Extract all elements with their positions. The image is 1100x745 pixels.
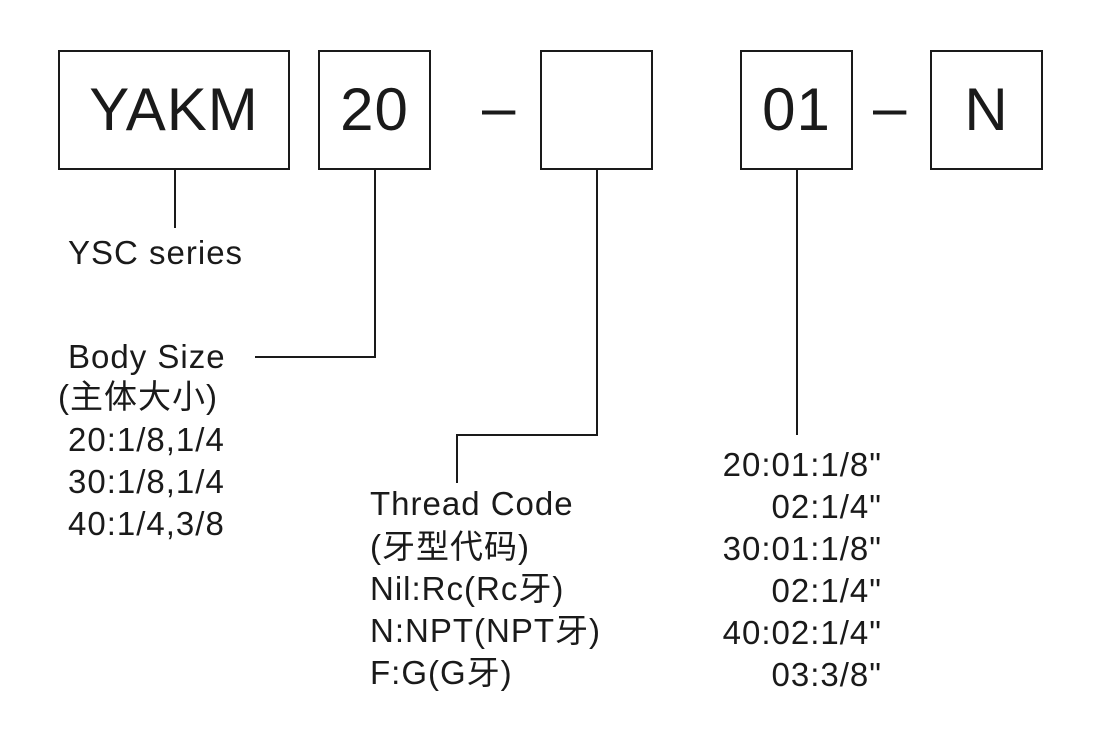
thread-code-title: Thread Code [370, 485, 574, 522]
port-size-option: 20:01:1/8" [722, 446, 882, 483]
series-label: YSC series [68, 234, 244, 271]
thread-code-subtitle: (牙型代码) [370, 528, 530, 565]
port-size-code: 01 [762, 76, 831, 143]
body-size-option: 30:1/8,1/4 [68, 463, 225, 500]
body-size-box: 20 [318, 50, 431, 170]
separator-dash-1: – [482, 74, 516, 141]
body-size-option: 20:1/8,1/4 [68, 421, 225, 458]
separator-dash-2: – [873, 74, 907, 141]
body-size-title: Body Size [68, 338, 226, 375]
thread-code-option: N:NPT(NPT牙) [370, 612, 601, 649]
port-size-box: 01 [740, 50, 853, 170]
thread-code-box [540, 50, 653, 170]
body-size-code: 20 [340, 76, 409, 143]
suffix-box: N [930, 50, 1043, 170]
series-code: YAKM [89, 76, 259, 143]
thread-code-option: Nil:Rc(Rc牙) [370, 570, 565, 607]
body-size-subtitle: (主体大小) [58, 378, 218, 415]
suffix-code: N [964, 76, 1009, 143]
port-size-option: 02:1/4" [771, 572, 882, 609]
port-size-option: 02:1/4" [771, 488, 882, 525]
body-size-option: 40:1/4,3/8 [68, 505, 225, 542]
thread-code-connector [456, 170, 598, 483]
thread-code-option: F:G(G牙) [370, 654, 513, 691]
series-code-box: YAKM [58, 50, 290, 170]
body-size-connector [255, 170, 376, 358]
port-size-option: 30:01:1/8" [722, 530, 882, 567]
port-size-option: 03:3/8" [771, 656, 882, 693]
port-size-option: 40:02:1/4" [722, 614, 882, 651]
